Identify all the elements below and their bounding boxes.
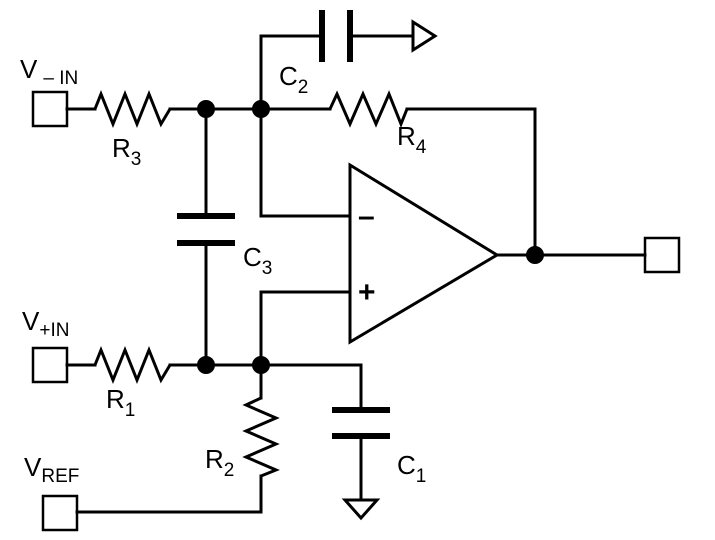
vin-minus-terminal — [31, 90, 69, 128]
output-terminal — [643, 236, 681, 274]
wire-r2-to-vref — [75, 474, 263, 514]
ground-symbol-c1 — [341, 498, 381, 521]
ground-symbol-c2 — [411, 19, 438, 53]
resistor-r4 — [328, 90, 409, 129]
resistor-r1 — [93, 345, 172, 385]
opamp — [348, 162, 500, 345]
label-r4: R4 — [397, 121, 427, 158]
wire-r1-to-c1 — [168, 363, 363, 410]
wire-noninverting-input — [259, 290, 352, 367]
label-vin-plus: V+IN — [22, 306, 69, 341]
opamp-noninverting-sign: + — [358, 276, 376, 309]
wire-r4-to-output — [405, 107, 537, 257]
label-r2: R2 — [205, 444, 234, 481]
label-r3: R3 — [112, 133, 141, 170]
vref-terminal — [41, 494, 79, 532]
junction-dot-c2-r4 — [252, 100, 270, 118]
capacitor-c2 — [319, 10, 353, 62]
label-vref: VREF — [24, 452, 79, 487]
wire-inverting-input — [259, 107, 352, 218]
label-c2: C2 — [279, 61, 308, 98]
junction-dot-r2-c1 — [252, 356, 270, 374]
resistor-r2 — [242, 396, 280, 478]
label-c3: C3 — [243, 242, 272, 279]
junction-dot-r3-c3 — [197, 100, 215, 118]
capacitor-c1 — [332, 407, 390, 439]
opamp-inverting-sign: – — [358, 200, 375, 233]
vin-plus-terminal — [31, 346, 69, 384]
label-r1: R1 — [106, 384, 135, 421]
label-vin-minus: V– IN — [20, 54, 78, 89]
label-c1: C1 — [397, 450, 426, 487]
capacitor-c3 — [177, 213, 235, 246]
junction-dot-output — [526, 246, 544, 264]
wire-c2-node — [259, 34, 322, 111]
resistor-r3 — [93, 89, 172, 129]
junction-dot-r1-c3 — [197, 356, 215, 374]
